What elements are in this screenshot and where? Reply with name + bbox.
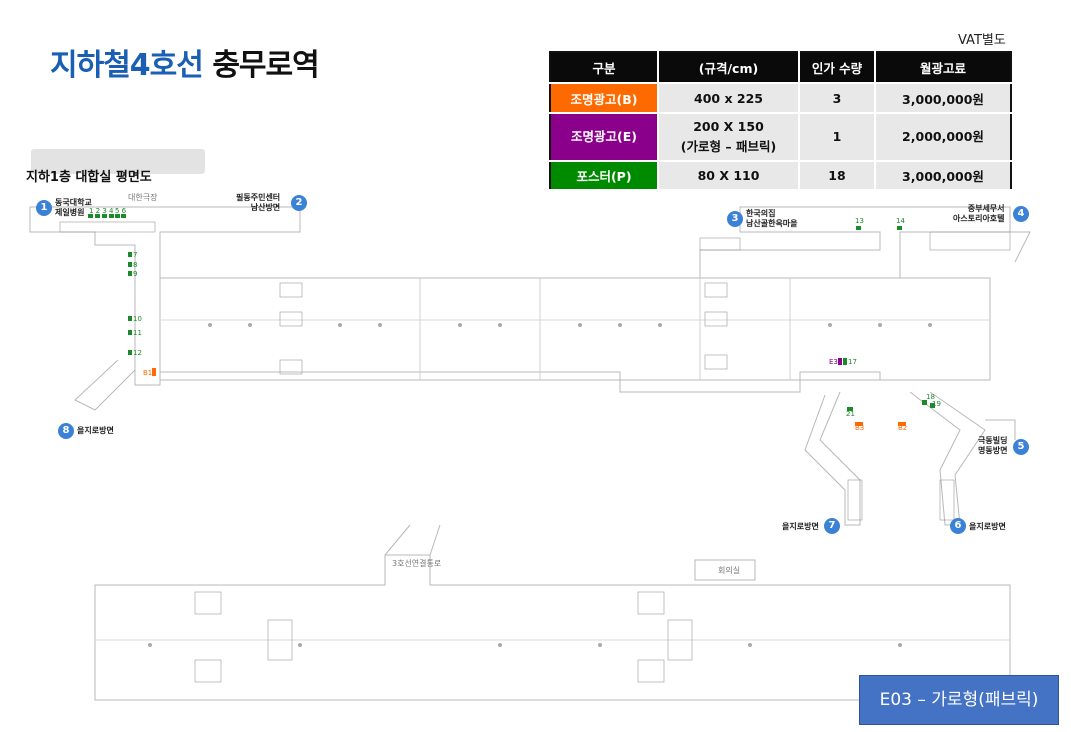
exit-label: 극동빌딩 명동방면 (978, 436, 1007, 456)
exit-label-text: 을지로방면 (969, 522, 1006, 531)
poster-markers (88, 214, 935, 411)
svg-text:14: 14 (896, 217, 905, 225)
line3-text: 3호선연결통로 (392, 558, 441, 568)
svg-text:12: 12 (133, 349, 142, 357)
table-row: 조명광고(E) 200 X 150 (가로형 – 패브릭) 1 2,000,00… (550, 112, 1011, 162)
price-table: 구분 (규격/cm) 인가 수량 월광고료 조명광고(B) 400 x 225 … (549, 51, 1012, 191)
header-fee: 월광고료 (874, 52, 1011, 84)
svg-text:13: 13 (855, 217, 864, 225)
lit-b-markers (152, 368, 906, 426)
exit-label: 동국대학교 제일병원 (55, 198, 92, 218)
line-name: 지하철4호선 (50, 48, 204, 83)
fee-cell: 3,000,000원 (874, 160, 1011, 191)
exit-badge: 2 (291, 195, 307, 211)
svg-text:B3: B3 (855, 424, 864, 432)
svg-text:19: 19 (932, 400, 941, 408)
exit-label: 을지로방면 (969, 522, 1006, 532)
header-size: (규격/cm) (657, 52, 800, 84)
lit-e-markers (838, 358, 842, 365)
exit-badge: 8 (58, 423, 74, 439)
price-table-header: 구분 (규격/cm) 인가 수량 월광고료 (550, 52, 1011, 84)
svg-text:B1: B1 (143, 369, 152, 377)
category-cell: 포스터(P) (550, 160, 659, 191)
exit-label: 중부세무서 아스토리아호텔 (953, 204, 1005, 224)
svg-text:17: 17 (848, 358, 857, 366)
stair-hatching (59, 221, 1011, 683)
marker-labels: 1 2 3 4 5 6 7 8 9 10 11 12 13 14 17 18 1… (89, 207, 941, 432)
svg-text:5 6: 5 6 (115, 207, 127, 215)
svg-text:8: 8 (133, 261, 137, 269)
exit-badge: 5 (1013, 439, 1029, 455)
qty-cell: 3 (798, 82, 876, 114)
daehan-text: 대한극장 (128, 192, 158, 202)
category-cell: 조명광고(B) (550, 82, 659, 114)
exit-badge: 4 (1013, 206, 1029, 222)
page-title: 지하철4호선 충무로역 (50, 40, 320, 84)
vat-note: VAT별도 (958, 33, 1006, 48)
exit-label-text: 필동주민센터 남산방면 (236, 193, 281, 212)
station-name: 충무로역 (212, 48, 319, 83)
qty-cell: 18 (798, 160, 876, 191)
qty-cell: 1 (798, 112, 876, 162)
plan-label-background (31, 149, 205, 174)
category-cell: 조명광고(E) (550, 112, 659, 162)
svg-text:E3: E3 (829, 358, 838, 366)
column-dots (148, 323, 932, 647)
svg-text:B2: B2 (898, 424, 907, 432)
table-row: 포스터(P) 80 X 110 18 3,000,000원 (550, 160, 1011, 191)
fee-cell: 2,000,000원 (874, 112, 1011, 162)
exit-label-text: 동국대학교 제일병원 (55, 198, 92, 217)
svg-text:10: 10 (133, 315, 142, 323)
size-cell: 80 X 110 (657, 160, 800, 191)
exit-badge: 1 (36, 200, 52, 216)
exit-label: 한국의집 남산골한옥마을 (746, 209, 798, 229)
meeting-text: 회의실 (718, 565, 740, 575)
fee-cell: 3,000,000원 (874, 82, 1011, 114)
table-row: 조명광고(B) 400 x 225 3 3,000,000원 (550, 82, 1011, 114)
exit-label: 필동주민센터 남산방면 (236, 193, 280, 213)
svg-text:21: 21 (846, 410, 855, 418)
svg-text:18: 18 (926, 393, 935, 401)
size-cell: 400 x 225 (657, 82, 800, 114)
ad-code-label: E03 – 가로형(패브릭) (859, 675, 1059, 725)
exit-label-text: 을지로방면 (782, 522, 819, 531)
plan-label: 지하1층 대합실 평면도 (26, 170, 152, 185)
exit-badge: 3 (727, 211, 743, 227)
svg-text:1 2 3 4: 1 2 3 4 (89, 207, 114, 215)
exit-label-text: 극동빌딩 명동방면 (978, 436, 1008, 455)
size-cell: 200 X 150 (가로형 – 패브릭) (657, 112, 800, 162)
header-qty: 인가 수량 (798, 52, 876, 84)
svg-text:7: 7 (133, 251, 137, 259)
svg-text:9: 9 (133, 270, 137, 278)
exit-label: 을지로방면 (77, 426, 114, 436)
plan-area-texts: 대한극장 3호선연결통로 회의실 (128, 192, 740, 575)
exit-badge: 6 (950, 518, 966, 534)
exit-label: 을지로방면 (782, 522, 819, 532)
svg-text:11: 11 (133, 329, 142, 337)
exit-badge: 7 (824, 518, 840, 534)
exit-label-text: 중부세무서 아스토리아호텔 (953, 204, 1005, 223)
exit-label-text: 을지로방면 (77, 426, 114, 435)
header-category: 구분 (550, 52, 659, 84)
exit-label-text: 한국의집 남산골한옥마을 (746, 209, 798, 228)
size-line2: (가로형 – 패브릭) (680, 139, 777, 154)
size-line1: 200 X 150 (693, 119, 764, 134)
plan-outline (29, 206, 1031, 701)
